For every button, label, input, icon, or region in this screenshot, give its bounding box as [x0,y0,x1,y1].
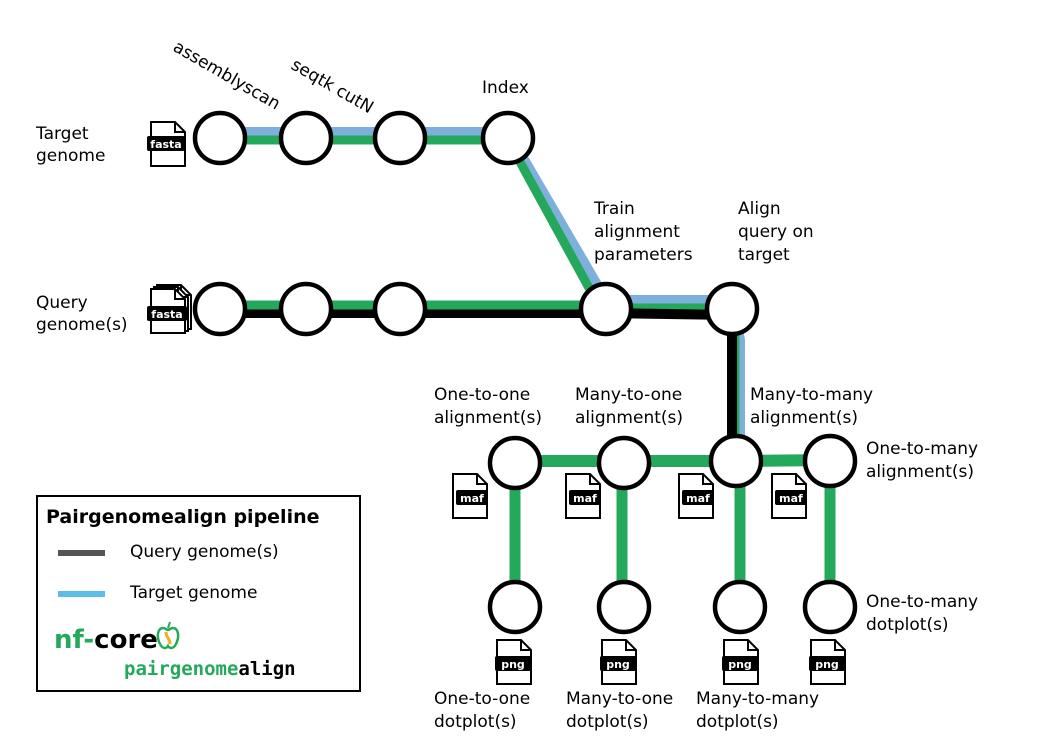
node-many-to-many-aln[interactable] [708,433,764,489]
node-target-input[interactable] [192,110,248,166]
node-many-to-one-dot[interactable] [596,579,652,635]
alignment-connector [515,454,831,467]
nf-core-logo: nf-core pairgenomealign [54,621,296,680]
png-file-icon: png [809,639,846,685]
png-file-icon: png [495,639,532,685]
fasta-file-icon: fasta [147,121,186,167]
target-genome-label: Target genome [35,124,105,166]
node-index[interactable] [480,110,536,166]
align-label: Align query on target [738,199,819,265]
many-to-one-dot-label: Many-to-one dotplot(s) [566,689,679,732]
svg-text:maf: maf [573,492,597,505]
maf-file-icon: maf [678,473,714,519]
one-to-many-dot-label: One-to-many dotplot(s) [866,592,983,635]
legend-title: Pairgenomealign pipeline [46,506,320,528]
legend: Pairgenomealign pipeline Query genome(s)… [36,495,361,692]
node-one-to-many-aln[interactable] [802,433,858,489]
svg-text:maf: maf [779,492,803,505]
node-assemblyscan[interactable] [278,110,334,166]
svg-text:png: png [815,658,839,671]
legend-target-label: Target genome [129,583,257,603]
png-file-icon: png [722,639,759,685]
dotplot-labels: One-to-one dotplot(s) Many-to-one dotplo… [434,592,983,732]
many-to-many-dot-label: Many-to-many dotplot(s) [696,689,825,732]
node-one-to-one-aln[interactable] [487,435,543,491]
maf-file-icon: maf [771,473,807,519]
node-many-to-many-dot[interactable] [712,579,768,635]
apple-icon [156,621,180,650]
svg-text:fasta: fasta [151,308,182,321]
png-file-icon: png [600,639,637,685]
query-genome-label: Query genome(s) [36,293,128,335]
svg-text:nf-core: nf-core [54,625,158,655]
node-one-to-one-dot[interactable] [487,579,543,635]
maf-file-icon: maf [452,473,488,519]
svg-text:maf: maf [686,492,710,505]
seqtk-label: seqtk cutN [288,55,377,118]
svg-text:maf: maf [460,492,484,505]
train-label: Train alignment parameters [593,199,693,265]
svg-text:pairgenomealign: pairgenomealign [124,658,296,680]
svg-text:png: png [728,658,752,671]
one-to-one-aln-label: One-to-one alignment(s) [434,385,542,428]
many-to-one-aln-label: Many-to-one alignment(s) [575,385,688,428]
node-align[interactable] [704,281,760,337]
target-track-blue [220,127,745,460]
node-seqtk[interactable] [372,110,428,166]
node-train[interactable] [578,281,634,337]
legend-query-label: Query genome(s) [130,542,279,562]
input-labels: Target genome Query genome(s) [35,124,128,335]
node-query-2[interactable] [278,281,334,337]
index-label: Index [482,78,529,98]
maf-file-icon: maf [565,473,601,519]
node-query-3[interactable] [372,281,428,337]
node-query-input[interactable] [192,281,248,337]
svg-text:png: png [606,658,630,671]
one-to-one-dot-label: One-to-one dotplot(s) [434,689,536,732]
svg-text:png: png [501,658,525,671]
nodes [192,110,858,635]
node-many-to-one-aln[interactable] [596,435,652,491]
node-one-to-many-dot[interactable] [802,579,858,635]
fasta-files-stack-icon: fasta [147,284,192,334]
one-to-many-aln-label: One-to-many alignment(s) [866,439,983,482]
alignment-labels: One-to-one alignment(s) Many-to-one alig… [434,385,983,482]
many-to-many-aln-label: Many-to-many alignment(s) [750,385,879,428]
svg-text:fasta: fasta [150,138,181,151]
assemblyscan-label: assemblyscan [170,37,284,114]
